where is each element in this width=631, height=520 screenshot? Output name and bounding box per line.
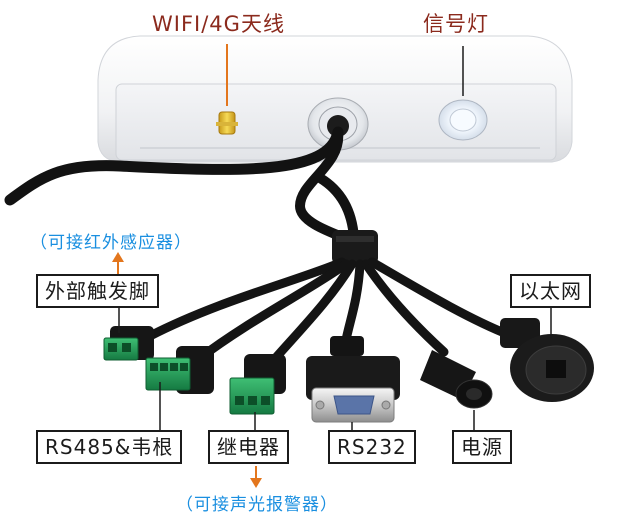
- label-relay: 继电器: [208, 430, 289, 464]
- leader-lines: [118, 44, 552, 430]
- ethernet-rj45-icon: [500, 318, 594, 402]
- label-rs232: RS232: [328, 430, 416, 464]
- alarm-note: （可接声光报警器）: [176, 495, 338, 515]
- antenna-connector-icon: [216, 111, 238, 135]
- up-arrow-icon: [112, 252, 124, 274]
- power-jack-icon: [420, 350, 493, 409]
- cable-splitter: [332, 230, 378, 264]
- rs232-db9-icon: [306, 336, 400, 423]
- rs485-terminal-icon: [145, 346, 214, 394]
- down-arrow-icon: [250, 466, 262, 488]
- cable-gland-icon: [307, 97, 369, 151]
- label-external-trigger: 外部触发脚: [36, 274, 159, 308]
- signal-light-callout: 信号灯: [423, 12, 489, 36]
- label-power: 电源: [452, 430, 512, 464]
- fan-out-cables: [145, 257, 517, 367]
- label-rs485: RS485&韦根: [36, 430, 183, 464]
- relay-terminal-icon: [229, 354, 286, 415]
- trigger-terminal-icon: [103, 326, 154, 361]
- label-ethernet: 以太网: [510, 274, 591, 308]
- antenna-callout: WIFI/4G天线: [152, 12, 285, 36]
- infrared-sensor-note: （可接红外感应器）: [30, 233, 192, 253]
- signal-light-icon: [438, 99, 488, 141]
